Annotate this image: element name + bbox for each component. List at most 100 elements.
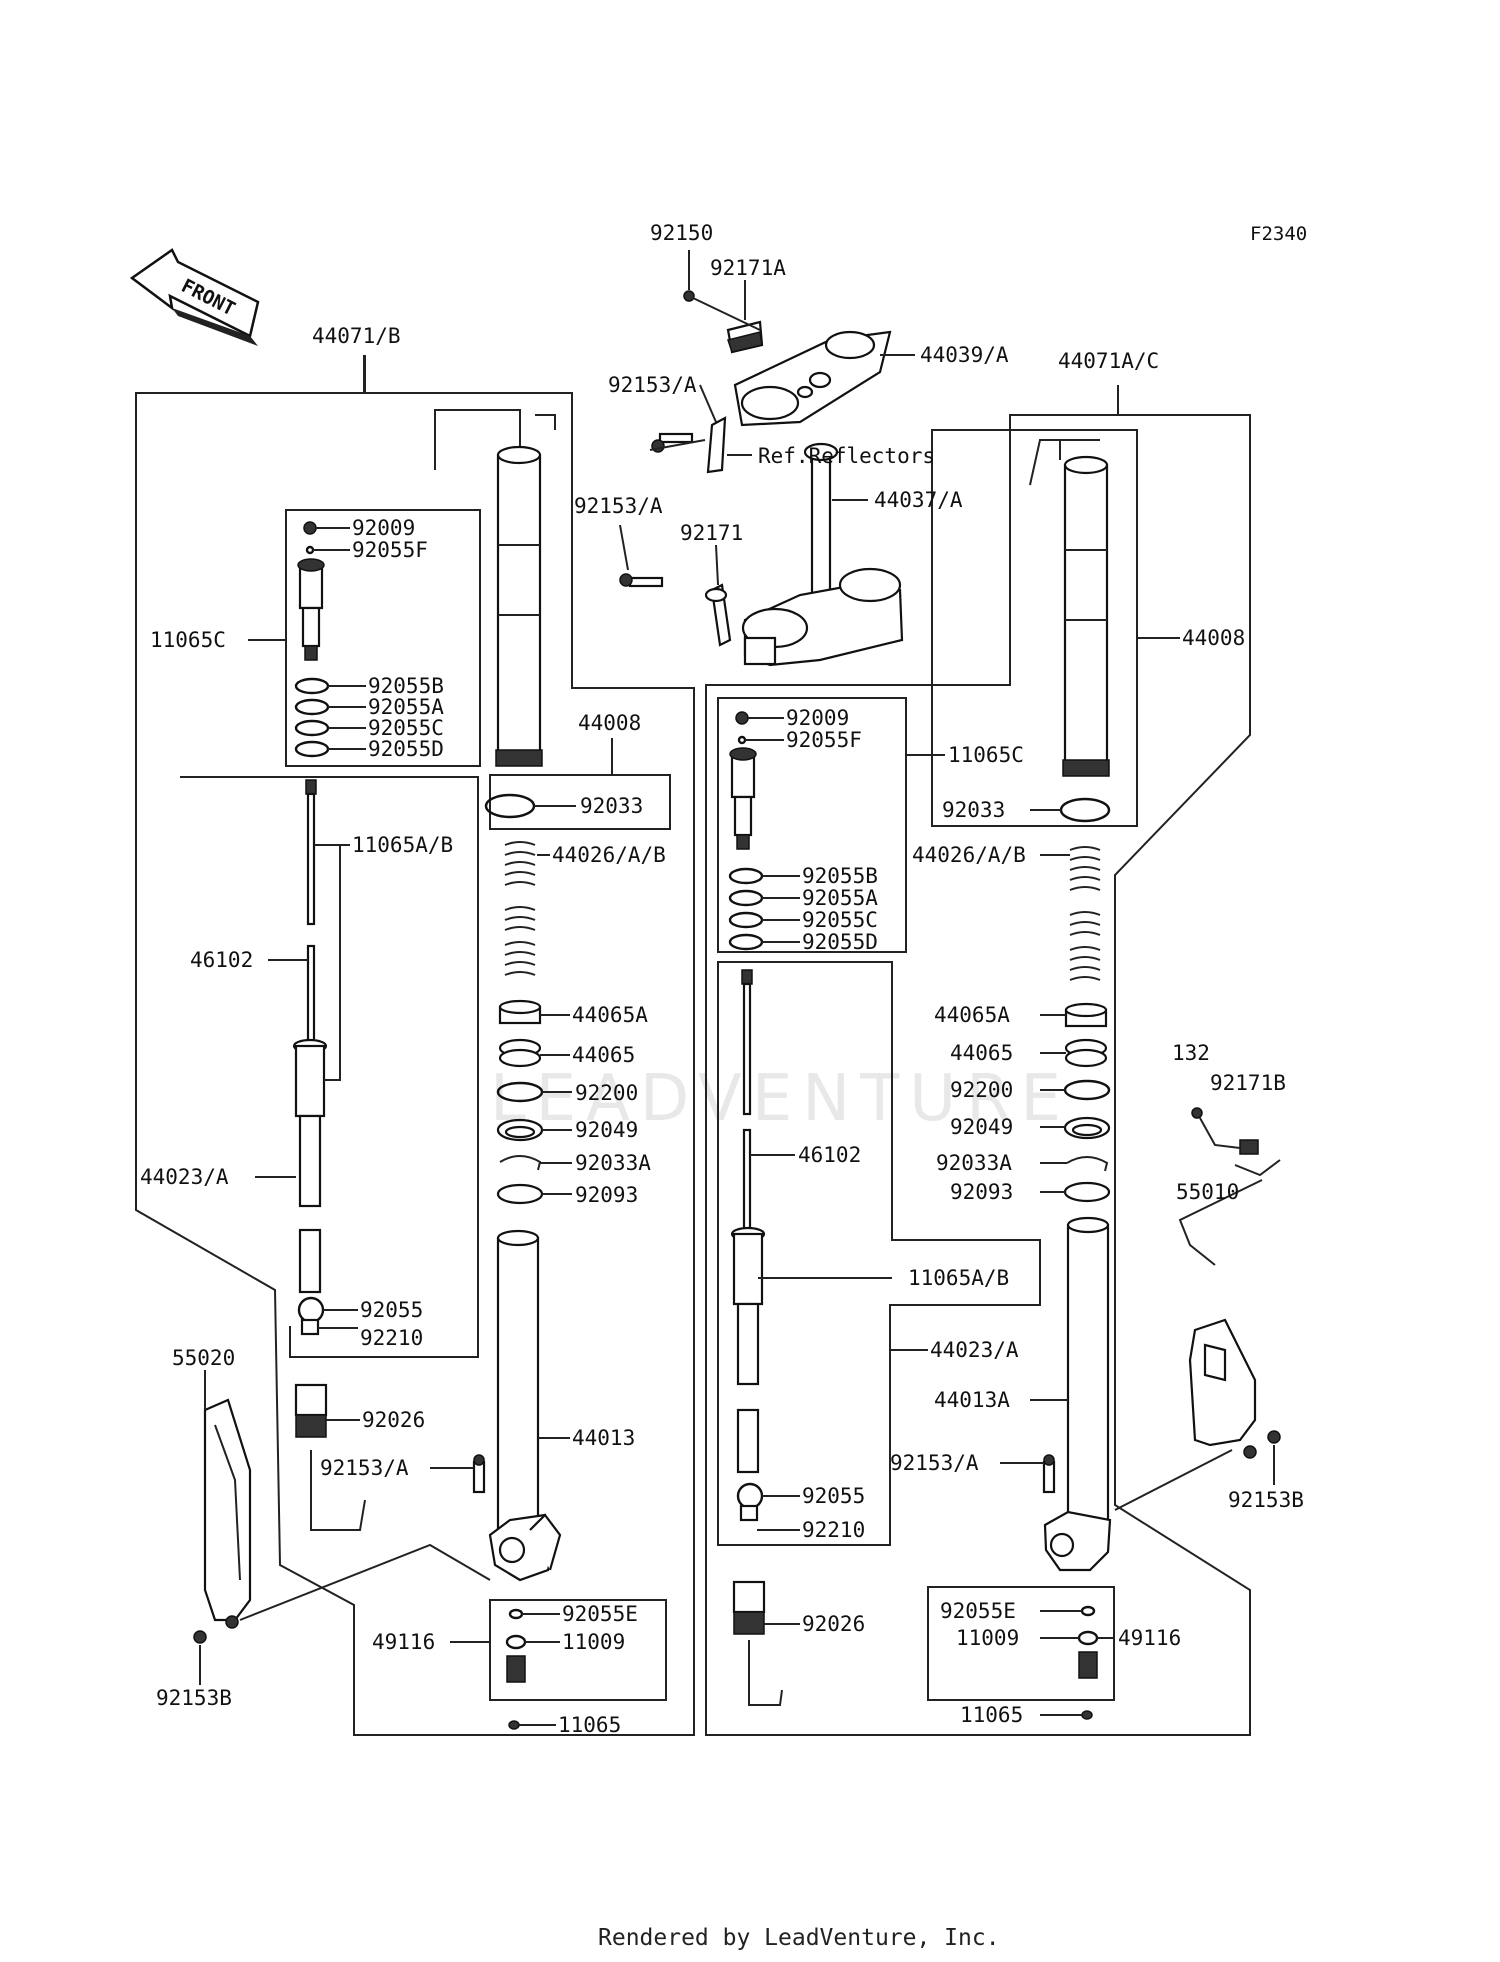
label-left-44023a[interactable]: 44023/A bbox=[140, 1165, 229, 1189]
label-left-92033a[interactable]: 92033A bbox=[575, 1151, 651, 1175]
label-left-92153b[interactable]: 92153B bbox=[156, 1686, 232, 1710]
label-left-92009[interactable]: 92009 bbox=[352, 516, 415, 540]
left-oil-seal[interactable] bbox=[496, 1118, 544, 1142]
right-clamp-92171b[interactable] bbox=[1239, 1139, 1259, 1155]
label-44071b[interactable]: 44071/B bbox=[312, 324, 401, 348]
left-washer-11009[interactable] bbox=[505, 1634, 527, 1650]
left-ring-92033[interactable] bbox=[484, 793, 536, 819]
label-right-92049[interactable]: 92049 bbox=[950, 1115, 1013, 1139]
right-inner-tube[interactable] bbox=[1043, 1216, 1112, 1572]
left-fork-bottom-bolt[interactable] bbox=[294, 1383, 328, 1438]
stem-bracket[interactable] bbox=[704, 583, 732, 647]
left-guard-bolt[interactable] bbox=[193, 1630, 207, 1644]
right-bolt-132[interactable] bbox=[1191, 1107, 1203, 1119]
label-left-92153a[interactable]: 92153/A bbox=[320, 1456, 409, 1480]
label-right-92055f[interactable]: 92055F bbox=[786, 728, 862, 752]
label-left-92033[interactable]: 92033 bbox=[580, 794, 643, 818]
right-damper-rod[interactable] bbox=[741, 969, 753, 1232]
left-oring-92055e[interactable] bbox=[508, 1608, 524, 1620]
left-oring-92055[interactable] bbox=[297, 1296, 325, 1324]
label-right-11009[interactable]: 11009 bbox=[956, 1626, 1019, 1650]
right-guard-bolt[interactable] bbox=[1267, 1430, 1281, 1444]
right-spring-seat[interactable] bbox=[1064, 1038, 1108, 1068]
label-right-11065c[interactable]: 11065C bbox=[948, 743, 1024, 767]
left-cartridge-cylinder[interactable] bbox=[292, 1038, 328, 1294]
label-right-92026[interactable]: 92026 bbox=[802, 1612, 865, 1636]
label-right-11065[interactable]: 11065 bbox=[960, 1703, 1023, 1727]
label-right-92153b[interactable]: 92153B bbox=[1228, 1488, 1304, 1512]
top-bolt[interactable] bbox=[683, 290, 695, 302]
right-oring-92055b[interactable] bbox=[728, 867, 764, 885]
label-left-44065a[interactable]: 44065A bbox=[572, 1003, 648, 1027]
upper-triple-clamp[interactable] bbox=[733, 330, 892, 427]
label-44039a[interactable]: 44039/A bbox=[920, 343, 1009, 367]
label-left-92055b[interactable]: 92055B bbox=[368, 674, 444, 698]
label-left-11065ab[interactable]: 11065A/B bbox=[352, 833, 453, 857]
right-cap-bolt[interactable] bbox=[735, 711, 749, 725]
handlebar-holder[interactable] bbox=[726, 320, 764, 354]
left-outer-tube[interactable] bbox=[434, 409, 556, 767]
label-left-92055d[interactable]: 92055D bbox=[368, 737, 444, 761]
right-oil-seal[interactable] bbox=[1063, 1116, 1111, 1140]
label-44071ac[interactable]: 44071A/C bbox=[1058, 349, 1159, 373]
label-right-44008[interactable]: 44008 bbox=[1182, 626, 1245, 650]
label-right-92200[interactable]: 92200 bbox=[950, 1078, 1013, 1102]
label-left-49116[interactable]: 49116 bbox=[372, 1630, 435, 1654]
label-right-49116[interactable]: 49116 bbox=[1118, 1626, 1181, 1650]
right-dust-seal[interactable] bbox=[1063, 1181, 1111, 1203]
right-nut-11065[interactable] bbox=[1081, 1710, 1093, 1720]
label-44037a[interactable]: 44037/A bbox=[874, 488, 963, 512]
left-adjuster-49116[interactable] bbox=[506, 1655, 526, 1683]
right-adjuster-49116[interactable] bbox=[1078, 1651, 1098, 1679]
label-right-11065ab[interactable]: 11065A/B bbox=[908, 1266, 1009, 1290]
left-oring-92055a[interactable] bbox=[294, 698, 330, 716]
label-92150[interactable]: 92150 bbox=[650, 221, 713, 245]
right-spacer-collar[interactable] bbox=[1064, 1002, 1108, 1028]
right-oring-92055a[interactable] bbox=[728, 889, 764, 907]
label-left-11009[interactable]: 11009 bbox=[562, 1630, 625, 1654]
right-bushing[interactable] bbox=[1063, 1079, 1111, 1101]
label-left-46102[interactable]: 46102 bbox=[190, 948, 253, 972]
left-nut-92210[interactable] bbox=[300, 1318, 320, 1336]
left-fork-guard[interactable] bbox=[203, 1398, 252, 1629]
reflector-bracket[interactable] bbox=[706, 416, 727, 474]
label-left-11065[interactable]: 11065 bbox=[558, 1713, 621, 1737]
stem-side-bolt[interactable] bbox=[619, 573, 664, 588]
label-right-44026[interactable]: 44026/A/B bbox=[912, 843, 1026, 867]
label-right-55010[interactable]: 55010 bbox=[1176, 1180, 1239, 1204]
label-left-44026[interactable]: 44026/A/B bbox=[552, 843, 666, 867]
left-nut-11065[interactable] bbox=[508, 1720, 520, 1730]
left-base-valve-cap[interactable] bbox=[297, 558, 325, 661]
label-left-44008[interactable]: 44008 bbox=[578, 711, 641, 735]
right-cartridge-cylinder[interactable] bbox=[730, 1226, 766, 1474]
right-outer-tube[interactable] bbox=[1029, 439, 1110, 777]
left-spring-seat[interactable] bbox=[498, 1038, 542, 1068]
right-small-oring[interactable] bbox=[737, 735, 747, 745]
label-left-92026[interactable]: 92026 bbox=[362, 1408, 425, 1432]
label-92171[interactable]: 92171 bbox=[680, 521, 743, 545]
right-oring-92055e[interactable] bbox=[1080, 1605, 1096, 1617]
left-spacer-collar[interactable] bbox=[498, 999, 542, 1025]
left-cap-bolt[interactable] bbox=[303, 521, 317, 535]
left-circlip[interactable] bbox=[499, 1155, 542, 1171]
label-left-55020[interactable]: 55020 bbox=[172, 1346, 235, 1370]
label-right-92055d[interactable]: 92055D bbox=[802, 930, 878, 954]
right-fork-guard[interactable] bbox=[1188, 1318, 1257, 1459]
right-oring-92055d[interactable] bbox=[728, 933, 764, 951]
label-right-92153a[interactable]: 92153/A bbox=[890, 1451, 979, 1475]
label-left-44065[interactable]: 44065 bbox=[572, 1043, 635, 1067]
right-fork-bottom-bolt[interactable] bbox=[732, 1580, 766, 1635]
label-right-44065[interactable]: 44065 bbox=[950, 1041, 1013, 1065]
right-circlip[interactable] bbox=[1066, 1156, 1109, 1172]
right-axle-bolt[interactable] bbox=[1042, 1454, 1056, 1494]
label-left-44013[interactable]: 44013 bbox=[572, 1426, 635, 1450]
left-oring-92055c[interactable] bbox=[294, 719, 330, 737]
label-right-92171b[interactable]: 92171B bbox=[1210, 1071, 1286, 1095]
right-spring[interactable] bbox=[1069, 846, 1101, 981]
label-left-92049[interactable]: 92049 bbox=[575, 1118, 638, 1142]
left-axle-bolt[interactable] bbox=[472, 1454, 486, 1494]
label-left-92093[interactable]: 92093 bbox=[575, 1183, 638, 1207]
label-right-92055[interactable]: 92055 bbox=[802, 1484, 865, 1508]
left-oring-92055d[interactable] bbox=[294, 740, 330, 758]
label-92153a-mid[interactable]: 92153/A bbox=[574, 494, 663, 518]
